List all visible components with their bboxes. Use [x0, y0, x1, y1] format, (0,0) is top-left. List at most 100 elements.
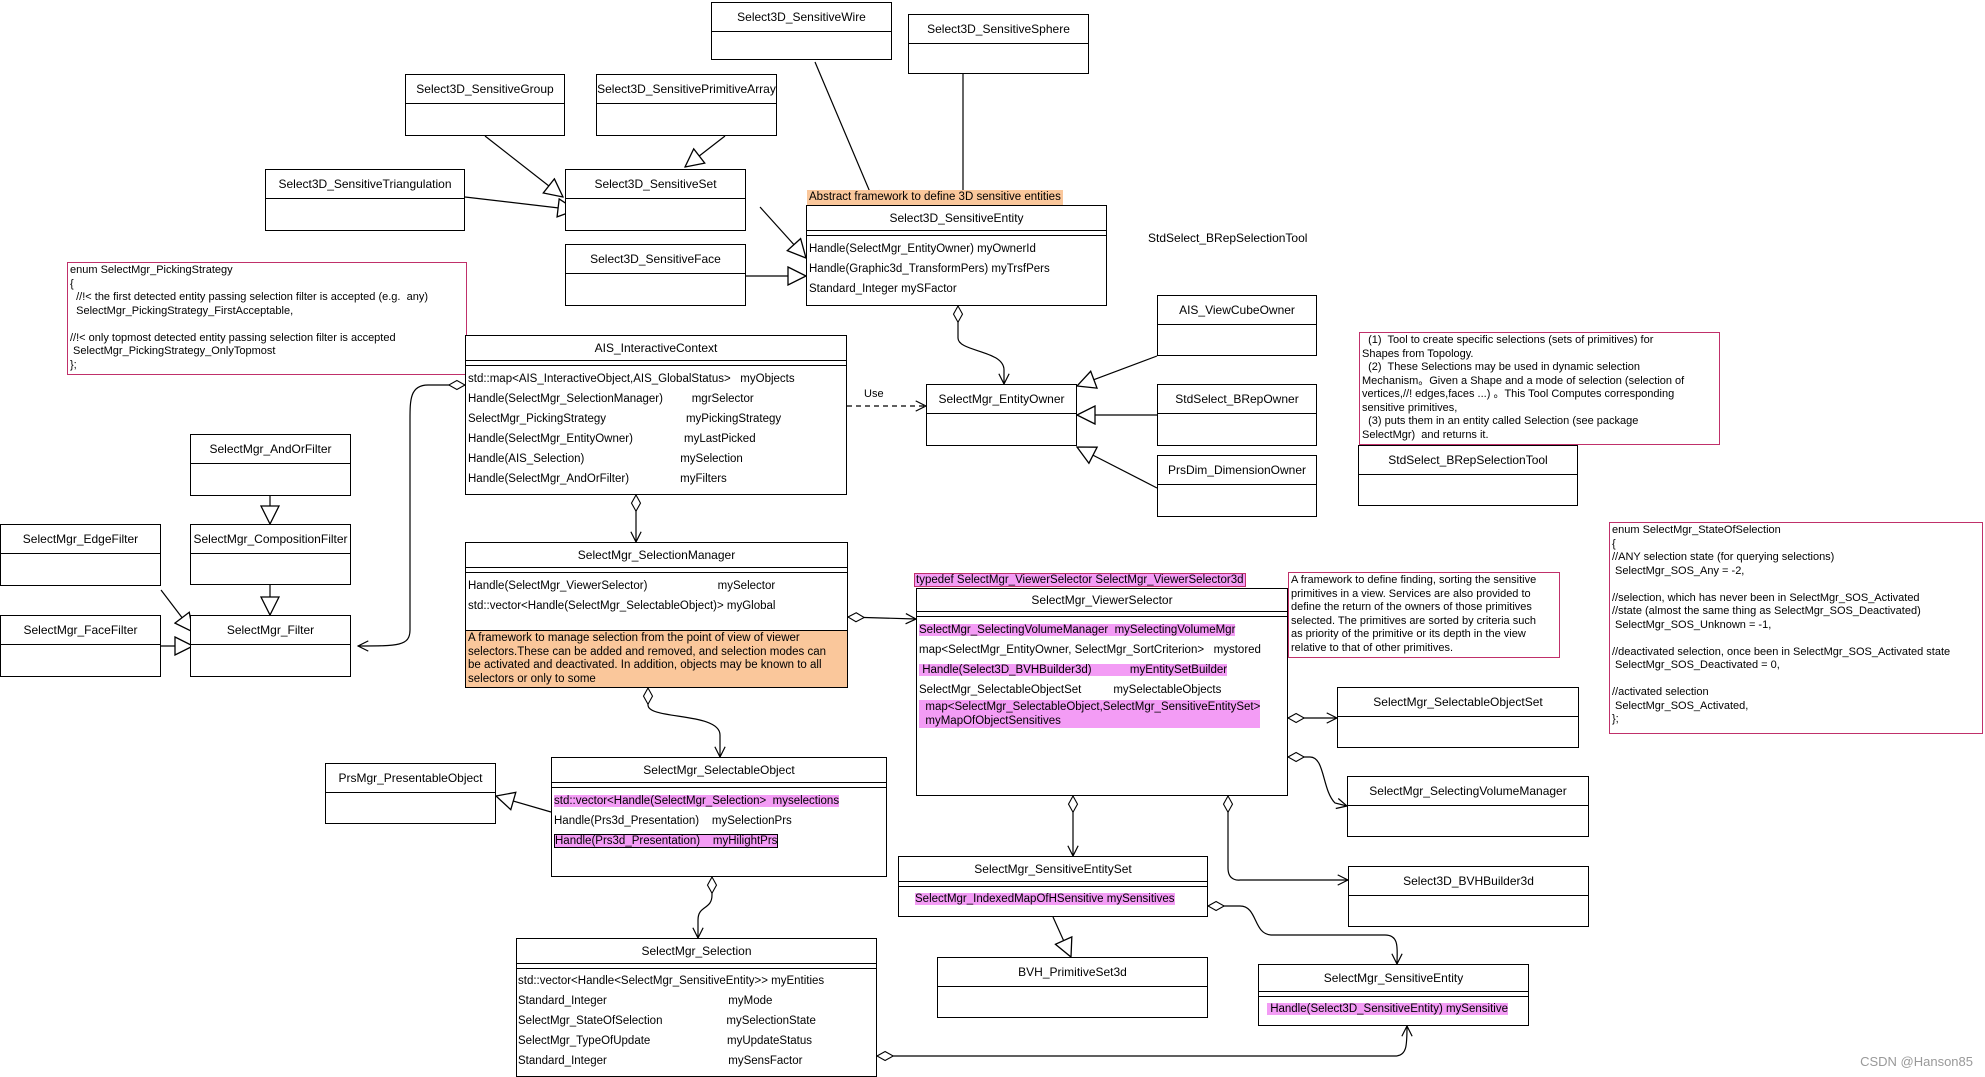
brep-tool-description-note: (1) Tool to create specific selections (… — [1359, 332, 1720, 445]
use-label: Use — [864, 388, 884, 400]
class-name: SelectMgr_Filter — [191, 616, 350, 645]
class-name: Select3D_SensitiveSphere — [909, 15, 1088, 44]
class-prsmgr-presentable-object[interactable]: PrsMgr_PresentableObject — [325, 763, 496, 824]
class-bvh-primitive-set[interactable]: BVH_PrimitiveSet3d — [937, 957, 1208, 1018]
attribute: Standard_Integer mySensFactor — [518, 1055, 803, 1067]
attribute: SelectMgr_SelectingVolumeManager mySelec… — [919, 624, 1236, 636]
separator — [917, 612, 1287, 617]
group-to-set-edge — [484, 135, 563, 197]
attributes: std::vector<Handle(SelectMgr_Selection> … — [552, 788, 886, 854]
edge-to-filter-edge — [160, 589, 193, 632]
class-name: Select3D_SensitivePrimitiveArray — [597, 75, 776, 104]
dimension-owner-edge — [1077, 447, 1158, 489]
class-name: SelectMgr_SelectionManager — [466, 543, 847, 568]
class-selectmgr-sensitive-entity[interactable]: SelectMgr_SensitiveEntity Handle(Select3… — [1258, 964, 1529, 1026]
manager-selector-aggregation — [848, 617, 916, 619]
class-selectmgr-face-filter[interactable]: SelectMgr_FaceFilter — [0, 615, 161, 677]
class-name: StdSelect_BRepOwner — [1158, 385, 1316, 414]
selectable-to-presentable-edge — [496, 796, 552, 813]
class-select3d-bvh-builder[interactable]: Select3D_BVHBuilder3d — [1348, 866, 1589, 927]
class-name: Select3D_BVHBuilder3d — [1349, 867, 1588, 896]
attribute: Handle(SelectMgr_EntityOwner) myLastPick… — [468, 433, 756, 445]
attribute: Handle(Select3D_BVHBuilder3d) myEntitySe… — [919, 664, 1228, 676]
class-name: Select3D_SensitiveFace — [566, 245, 745, 274]
attributes: SelectMgr_IndexedMapOfHSensitive mySensi… — [899, 887, 1207, 911]
class-name: SelectMgr_FaceFilter — [1, 616, 160, 645]
class-stdselect-brep-selection-tool[interactable]: StdSelect_BRepSelectionTool — [1358, 445, 1578, 506]
class-selectmgr-filter[interactable]: SelectMgr_Filter — [190, 615, 351, 677]
attribute: std::vector<Handle(SelectMgr_Selection> … — [554, 795, 840, 807]
selector-bvh-aggregation — [1228, 796, 1348, 880]
entityset-to-primitiveset-edge — [1052, 916, 1071, 957]
class-select3d-sensitive-triangulation[interactable]: Select3D_SensitiveTriangulation — [265, 169, 465, 231]
attribute: SelectMgr_IndexedMapOfHSensitive mySensi… — [915, 893, 1175, 905]
separator — [1259, 992, 1528, 997]
class-selectmgr-selecting-volume-manager[interactable]: SelectMgr_SelectingVolumeManager — [1347, 776, 1589, 837]
class-selectmgr-sensitive-entity-set[interactable]: SelectMgr_SensitiveEntitySet SelectMgr_I… — [898, 856, 1208, 917]
class-select3d-sensitive-entity[interactable]: Select3D_SensitiveEntity Handle(SelectMg… — [806, 205, 1107, 306]
separator — [899, 882, 1207, 887]
attribute: map<SelectMgr_SelectableObject,SelectMgr… — [919, 700, 1261, 728]
class-stdselect-brep-owner[interactable]: StdSelect_BRepOwner — [1157, 384, 1317, 446]
class-name: SelectMgr_SensitiveEntity — [1259, 965, 1528, 992]
attribute: Standard_Integer mySFactor — [809, 283, 957, 295]
viewer-selector-typedef: typedef SelectMgr_ViewerSelector SelectM… — [914, 573, 1246, 587]
triangulation-to-set-edge — [464, 196, 576, 210]
class-name: Select3D_SensitiveEntity — [807, 206, 1106, 231]
class-name: Select3D_SensitiveSet — [566, 170, 745, 199]
context-filter-aggregation — [358, 385, 465, 646]
attribute: Handle(SelectMgr_EntityOwner) myOwnerId — [809, 243, 1036, 255]
separator — [517, 964, 876, 969]
class-selectmgr-entity-owner[interactable]: SelectMgr_EntityOwner — [926, 384, 1077, 446]
class-ais-interactive-context[interactable]: AIS_InteractiveContext std::map<AIS_Inte… — [465, 335, 847, 495]
class-selectmgr-selectable-object[interactable]: SelectMgr_SelectableObject std::vector<H… — [551, 757, 887, 877]
class-selectmgr-edge-filter[interactable]: SelectMgr_EdgeFilter — [0, 524, 161, 586]
class-select3d-sensitive-set[interactable]: Select3D_SensitiveSet — [565, 169, 746, 231]
class-ais-viewcube-owner[interactable]: AIS_ViewCubeOwner — [1157, 295, 1317, 356]
attribute: SelectMgr_SelectableObjectSet mySelectab… — [919, 684, 1222, 696]
class-name: SelectMgr_SelectingVolumeManager — [1348, 777, 1588, 806]
class-name: SelectMgr_Selection — [517, 939, 876, 964]
class-selectmgr-selectable-object-set[interactable]: SelectMgr_SelectableObjectSet — [1337, 687, 1579, 748]
class-select3d-sensitive-group[interactable]: Select3D_SensitiveGroup — [405, 74, 565, 136]
attribute: std::vector<Handle(SelectMgr_SelectableO… — [468, 600, 776, 612]
class-name: Select3D_SensitiveWire — [712, 3, 891, 32]
class-select3d-sensitive-wire[interactable]: Select3D_SensitiveWire — [711, 2, 892, 60]
sensitive-entity-note: Abstract framework to define 3D sensitiv… — [807, 190, 1063, 205]
class-name: PrsDim_DimensionOwner — [1158, 456, 1316, 485]
attribute: Handle(SelectMgr_ViewerSelector) mySelec… — [468, 580, 776, 592]
separator — [807, 231, 1106, 236]
class-name: SelectMgr_ViewerSelector — [917, 589, 1287, 612]
selection-manager-note: A framework to manage selection from the… — [466, 630, 847, 687]
attribute: Standard_Integer myMode — [518, 995, 773, 1007]
class-selectmgr-andor-filter[interactable]: SelectMgr_AndOrFilter — [190, 434, 351, 496]
attributes: Handle(SelectMgr_ViewerSelector) mySelec… — [466, 573, 847, 619]
class-select3d-sensitive-primitive-array[interactable]: Select3D_SensitivePrimitiveArray — [596, 74, 777, 136]
selection-sensitive-aggregation — [877, 1026, 1407, 1056]
class-name: StdSelect_BRepSelectionTool — [1359, 446, 1577, 475]
attribute: Handle(Prs3d_Presentation) mySelectionPr… — [554, 815, 792, 827]
attribute: Handle(AIS_Selection) mySelection — [468, 453, 743, 465]
attributes: Handle(SelectMgr_EntityOwner) myOwnerId … — [807, 236, 1106, 302]
class-prsdim-dimension-owner[interactable]: PrsDim_DimensionOwner — [1157, 455, 1317, 517]
class-name: AIS_InteractiveContext — [466, 336, 846, 361]
class-name: BVH_PrimitiveSet3d — [938, 958, 1207, 987]
class-select3d-sensitive-face[interactable]: Select3D_SensitiveFace — [565, 244, 746, 306]
class-name: SelectMgr_EdgeFilter — [1, 525, 160, 554]
class-name: AIS_ViewCubeOwner — [1158, 296, 1316, 325]
selector-volume-aggregation — [1288, 757, 1347, 806]
attribute: Handle(SelectMgr_AndOrFilter) myFilters — [468, 473, 727, 485]
class-selectmgr-viewer-selector[interactable]: SelectMgr_ViewerSelector SelectMgr_Selec… — [916, 588, 1288, 796]
attribute: Handle(SelectMgr_SelectionManager) mgrSe… — [468, 393, 754, 405]
class-name: Select3D_SensitiveGroup — [406, 75, 564, 104]
class-selectmgr-selection-manager[interactable]: SelectMgr_SelectionManager Handle(Select… — [465, 542, 848, 688]
manager-object-aggregation — [648, 688, 720, 757]
entityset-sensitive-aggregation — [1208, 906, 1397, 964]
class-select3d-sensitive-sphere[interactable]: Select3D_SensitiveSphere — [908, 14, 1089, 74]
class-name: SelectMgr_SelectableObjectSet — [1338, 688, 1578, 717]
primitive-array-to-set-edge — [685, 135, 726, 167]
class-selectmgr-composition-filter[interactable]: SelectMgr_CompositionFilter — [190, 524, 351, 585]
class-selectmgr-selection[interactable]: SelectMgr_Selection std::vector<Handle<S… — [516, 938, 877, 1077]
object-selection-aggregation — [698, 877, 712, 938]
attributes: std::map<AIS_InteractiveObject,AIS_Globa… — [466, 366, 846, 492]
